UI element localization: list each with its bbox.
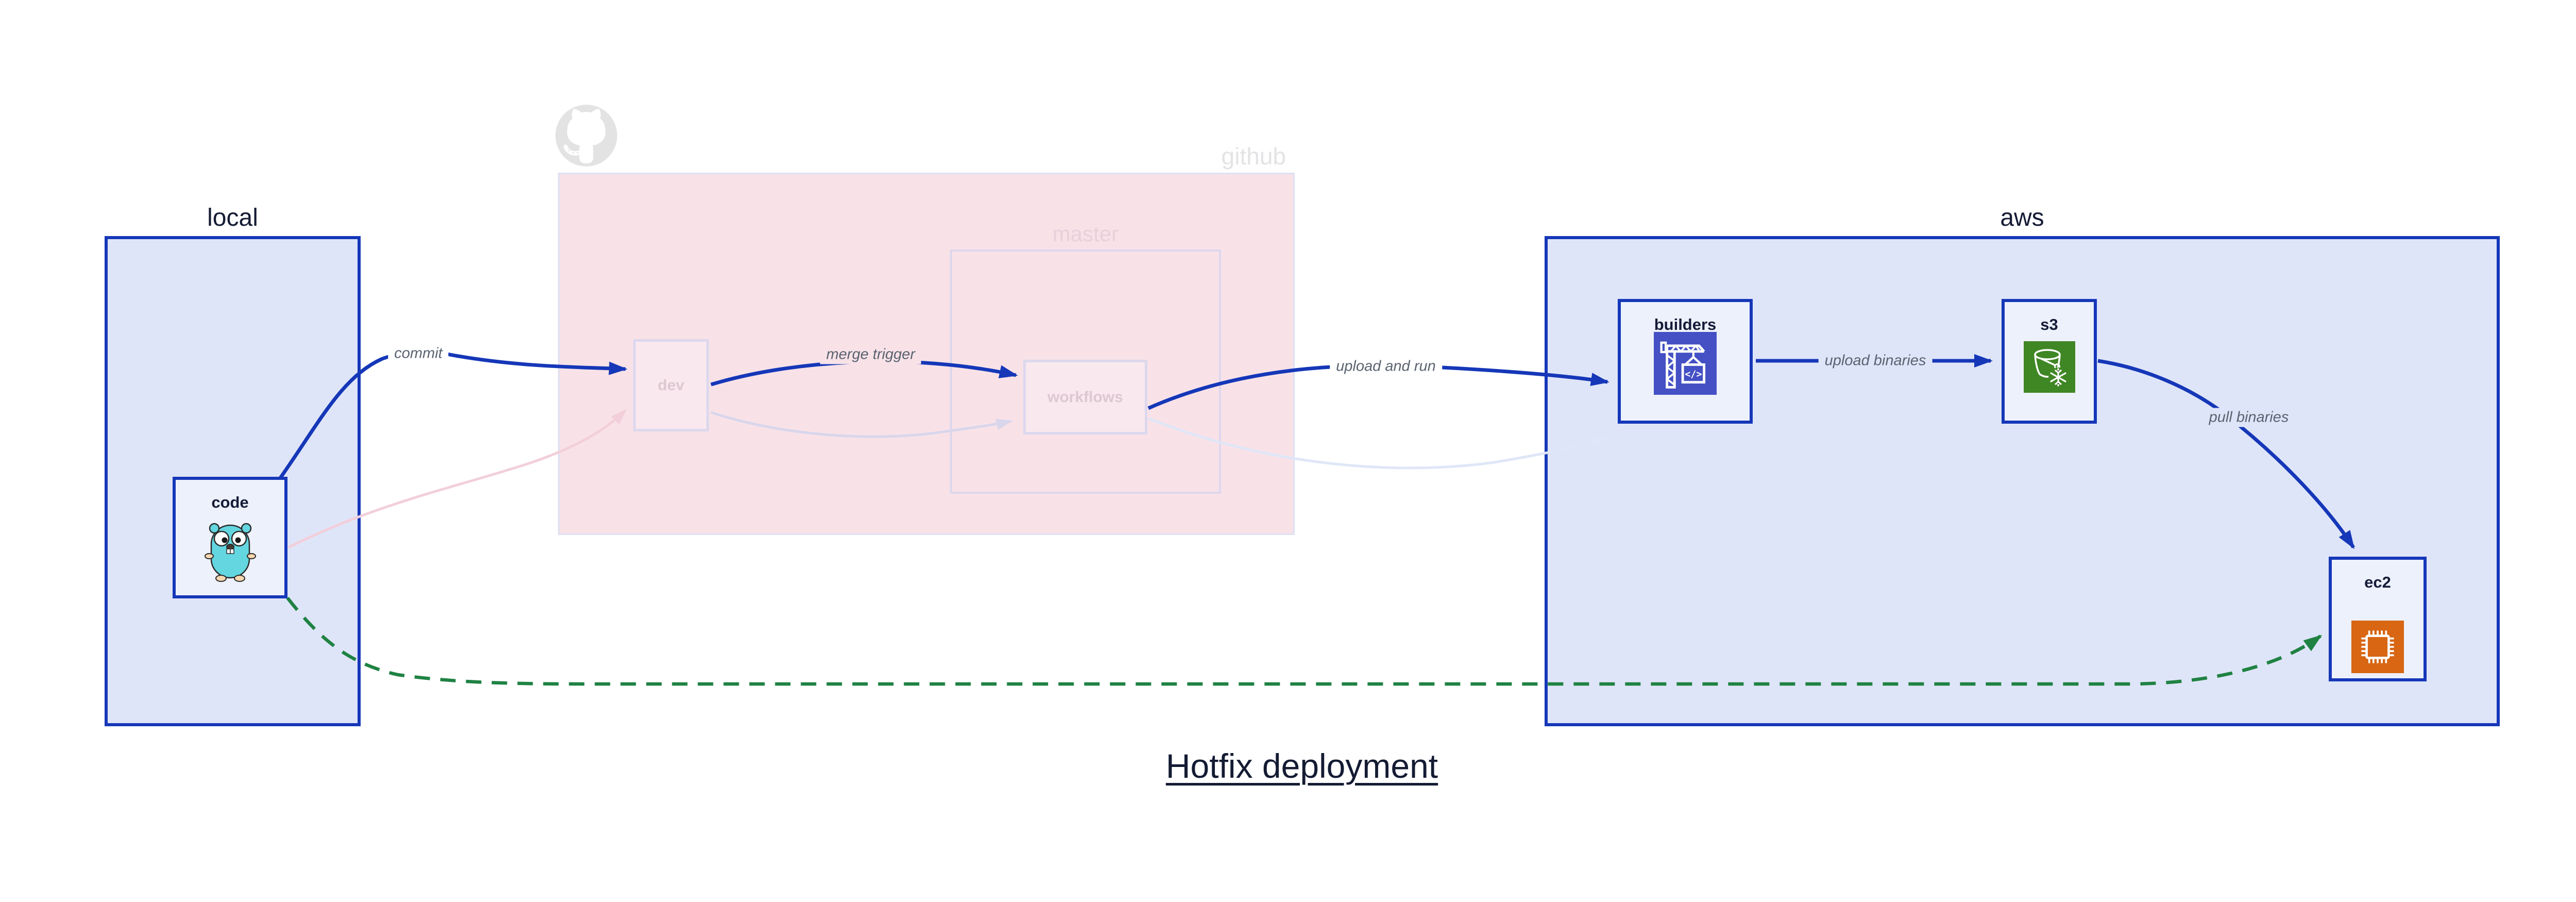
- aws-codebuild-icon: </>: [1654, 332, 1717, 395]
- snowflake-glyph: [2049, 368, 2066, 387]
- node-code-label: code: [211, 493, 249, 511]
- node-ec2-label: ec2: [2364, 573, 2391, 591]
- edge-label-merge-trigger: merge trigger: [820, 345, 922, 364]
- node-s3-label: s3: [2040, 315, 2058, 333]
- chip-pins: [2361, 630, 2394, 663]
- group-aws-label: aws: [2000, 204, 2044, 231]
- node-builders-label: builders: [1654, 315, 1717, 333]
- node-dev: dev: [633, 339, 709, 431]
- node-workflows-label: workflows: [1047, 388, 1123, 406]
- group-master-label: master: [1052, 222, 1119, 246]
- group-local-label: local: [207, 204, 258, 231]
- node-s3: s3: [2002, 299, 2097, 424]
- diagram-title: Hotfix deployment: [1165, 747, 1438, 785]
- node-ec2: ec2: [2329, 557, 2427, 681]
- svg-text:</>: </>: [1685, 369, 1702, 380]
- edge-label-pull-binaries: pull binaries: [2202, 408, 2295, 427]
- edge-label-upload-binaries: upload binaries: [1818, 351, 1933, 371]
- edge-label-commit: commit: [388, 344, 449, 363]
- aws-ec2-icon: [2351, 621, 2404, 673]
- go-gopher-icon: [204, 523, 256, 582]
- node-dev-label: dev: [657, 376, 685, 394]
- diagram-title-row: Hotfix deployment: [0, 746, 2576, 786]
- node-workflows: workflows: [1023, 360, 1147, 435]
- node-code: code: [173, 477, 287, 598]
- aws-s3-glacier-icon: [2023, 341, 2075, 393]
- node-builders: builders </>: [1618, 299, 1753, 424]
- github-octocat-icon: [555, 105, 617, 166]
- edge-label-upload-and-run: upload and run: [1330, 357, 1442, 376]
- group-github-label: github: [1221, 143, 1286, 170]
